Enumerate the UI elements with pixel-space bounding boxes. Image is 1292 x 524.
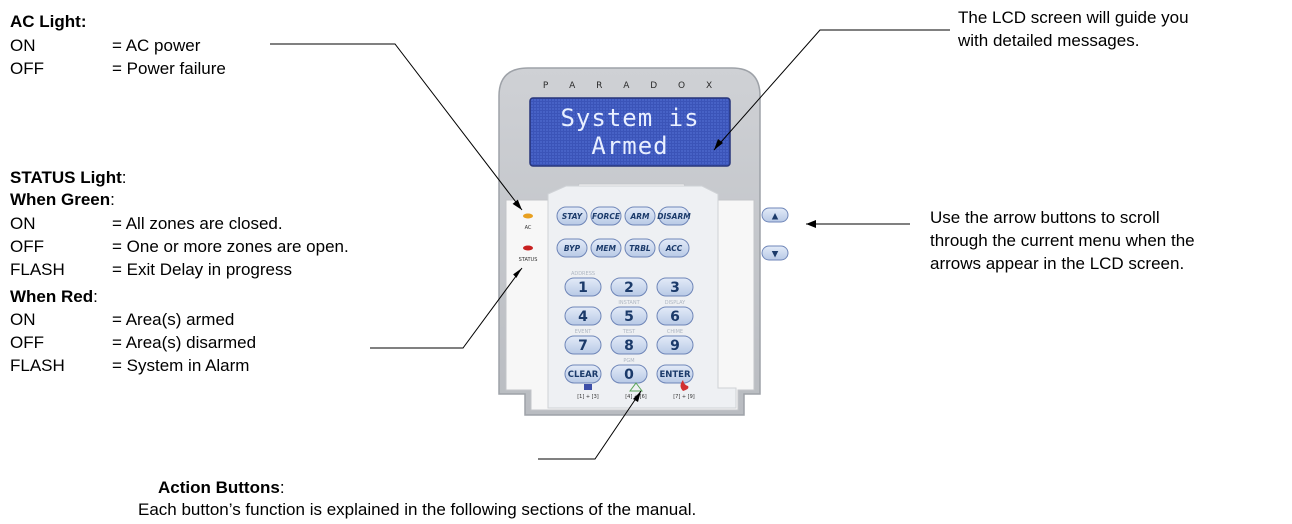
ac-row-off: OFF= Power failure [10,59,226,78]
status-leader-line [370,267,523,349]
key-8-sublabel: TEST [622,329,636,335]
ac-leader-line [270,43,523,211]
stay-button[interactable] [556,206,588,226]
mem-button-label: MEM [596,244,617,253]
key-1-button[interactable] [564,277,602,297]
medical-icon [629,382,643,392]
arm-button-label: ARM [629,212,650,221]
trbl-button-label: TRBL [629,244,651,253]
key-1-sublabel: ADDRESS [571,271,595,277]
arrow-down-button [761,245,789,261]
arrow-arrowhead [806,220,816,228]
action-buttons-desc: Each button’s function is explained in t… [138,500,697,519]
red-row-off: OFF= Area(s) disarmed [10,333,257,352]
mem-button[interactable] [590,238,622,258]
lcd-callout-line1: The LCD screen will guide you [958,8,1189,27]
key-7-sublabel: EVENT [575,329,592,335]
key-0-sublabel: PGM [623,358,634,364]
disarm-button[interactable] [658,206,690,226]
brand-label: P A R A D O X [543,81,721,91]
lcd-leader-line [713,29,950,151]
key-5-button[interactable] [610,306,648,326]
arrow-callout-line2: through the current menu when the [930,231,1195,250]
police-icon [584,384,592,390]
key-6-button[interactable] [656,306,694,326]
ac-arrowhead [512,199,522,210]
panic-label-1: [1] + [3] [577,394,599,400]
key-6-label: 6 [670,309,680,325]
disarm-button-label: DISARM [657,212,691,221]
key-6-sublabel: DISPLAY [665,300,686,306]
key-3-label: 3 [670,280,680,296]
force-button[interactable] [590,206,622,226]
arrow-up-icon: ▲ [772,212,779,222]
arrow-up-button [761,207,789,223]
key-5-label: 5 [624,309,634,325]
key-0-label: 0 [624,367,634,383]
red-row-flash: FLASH= System in Alarm [10,356,250,375]
arrow-down-icon: ▼ [772,250,779,260]
key-0-button[interactable] [610,364,648,384]
enter-button[interactable] [656,364,694,384]
key-4-button[interactable] [564,306,602,326]
key-8-label: 8 [624,338,634,354]
arrow-callout-line3: arrows appear in the LCD screen. [930,254,1185,273]
when-red-title: When Red: [10,287,98,306]
lcd-line1: System is [560,104,699,132]
green-row-on: ON= All zones are closed. [10,214,283,233]
arrow-callout-line1: Use the arrow buttons to scroll [930,208,1160,227]
key-4-label: 4 [578,309,588,325]
green-row-flash: FLASH= Exit Delay in progress [10,260,292,279]
enter-label: ENTER [659,370,691,380]
status-light-title: STATUS Light: [10,168,127,187]
key-2-label: 2 [624,280,634,296]
arm-button[interactable] [624,206,656,226]
acc-button[interactable] [658,238,690,258]
stay-button-label: STAY [562,212,584,221]
byp-button-label: BYP [564,244,581,253]
lcd-callout-line2: with detailed messages. [958,31,1140,50]
status-led [523,245,533,251]
fire-icon [680,380,689,391]
clear-button[interactable] [564,364,602,384]
green-row-off: OFF= One or more zones are open. [10,237,349,256]
force-button-label: FORCE [592,212,621,221]
ac-light-title: AC Light: [10,12,87,31]
key-7-label: 7 [578,338,588,354]
panic-label-3: [7] + [9] [673,394,695,400]
trbl-button[interactable] [624,238,656,258]
ac-row-on: ON= AC power [10,36,201,55]
key-2-button[interactable] [610,277,648,297]
action-leader-line [538,390,642,460]
key-8-button[interactable] [610,335,648,355]
key-9-button[interactable] [656,335,694,355]
byp-button[interactable] [556,238,588,258]
key-9-label: 9 [670,338,680,354]
clear-label: CLEAR [568,370,599,380]
action-arrowhead [633,391,641,402]
lcd-line2: Armed [591,132,668,160]
lcd-arrowhead [714,139,723,150]
key-5-sublabel: INSTANT [618,300,640,306]
ac-led [523,213,533,219]
status-arrowhead [513,268,522,278]
key-3-button[interactable] [656,277,694,297]
acc-button-label: ACC [665,244,683,253]
action-buttons-title: Action Buttons: [158,478,285,497]
when-green-title: When Green: [10,190,115,209]
status-led-label: STATUS [519,257,538,263]
key-7-button[interactable] [564,335,602,355]
red-row-on: ON= Area(s) armed [10,310,235,329]
key-1-label: 1 [578,280,588,296]
key-9-sublabel: CHIME [667,329,683,335]
ac-led-label: AC [525,225,532,231]
